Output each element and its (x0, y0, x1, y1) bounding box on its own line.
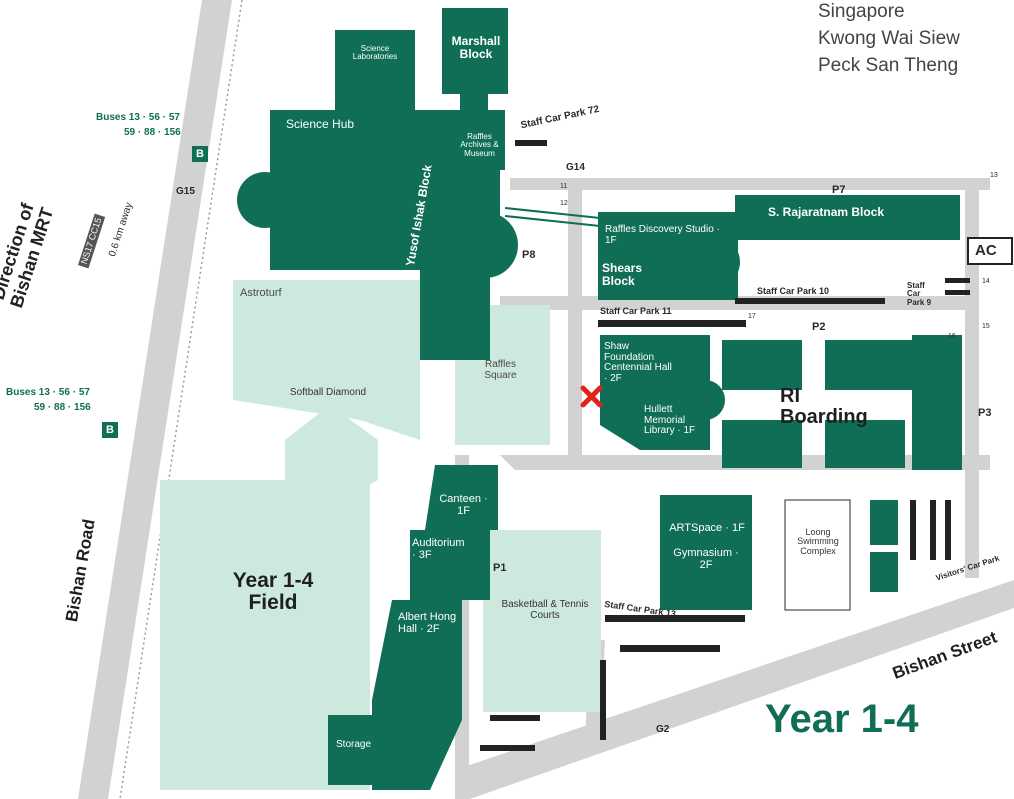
auditorium-label: Auditorium · 3F (412, 537, 465, 561)
boarding-5 (912, 335, 962, 470)
albert-building (372, 600, 462, 790)
gate-num-12: 12 (560, 200, 568, 207)
gate-num-16: 16 (948, 333, 956, 340)
cp-bottom-2 (480, 745, 535, 751)
bus-stop-2-routes: Buses 13 · 56 · 57 (6, 387, 90, 398)
bishan-street (455, 580, 1014, 799)
archives-label: Raffles Archives & Museum (460, 132, 499, 158)
pool-misc-2 (870, 552, 898, 592)
bus-stop-1-routes-2: 59 · 88 · 156 (124, 127, 181, 138)
marshall-label: Marshall Block (451, 34, 501, 61)
yusof-circle (452, 212, 518, 278)
pool-misc-1 (870, 500, 898, 545)
ac-box (967, 237, 1013, 265)
boarding-3 (722, 420, 802, 468)
staff-car-park-10: Staff Car Park 10 (757, 286, 830, 296)
header-line-3: Peck San Theng (818, 55, 959, 76)
cp-bottom-3 (600, 660, 606, 740)
label-p1: P1 (493, 562, 507, 574)
discovery-label: Raffles Discovery Studio · 1F (605, 224, 720, 246)
label-p7: P7 (832, 184, 846, 196)
gate-g14: G14 (566, 162, 585, 173)
shears-label: Shears Block (602, 261, 643, 288)
staff-car-park-11: Staff Car Park 11 (600, 306, 672, 316)
field-label: Year 1-4 Field (232, 569, 314, 615)
label-p8: P8 (522, 249, 536, 261)
footer-title: Year 1-4 (765, 697, 919, 741)
cp11-bar (598, 320, 746, 327)
bus-stop-2-badge: B (102, 422, 118, 438)
marshall-building (442, 8, 508, 94)
boarding-2 (825, 340, 915, 390)
cp-vertical-2 (930, 500, 936, 560)
astroturf-label: Astroturf (240, 287, 282, 299)
gate-g2: G2 (656, 724, 670, 735)
bus-stop-1-badge: B (192, 146, 208, 162)
gate-num-17: 17 (748, 313, 756, 320)
artspace-building (660, 495, 752, 610)
ac-label: AC (975, 242, 997, 259)
raffles-square-label: Raffles Square (484, 359, 517, 381)
hub-circle-left (237, 172, 293, 228)
header-line-2: Kwong Wai Siew (818, 28, 960, 49)
discovery-circle (690, 237, 740, 287)
pool-label: Loong Swimming Complex (797, 527, 839, 556)
canteen-building (425, 465, 498, 530)
bus-stop-1-routes: Buses 13 · 56 · 57 (96, 112, 180, 123)
gate-num-13: 13 (990, 172, 998, 179)
cp-bottom-1 (490, 715, 540, 721)
bishan-road (78, 0, 232, 799)
gate-num-14: 14 (982, 278, 990, 285)
header-line-1: Singapore (818, 1, 905, 22)
canteen-label: Canteen · 1F (439, 493, 488, 517)
rajaratnam-building (735, 195, 960, 240)
label-p2: P2 (812, 321, 826, 333)
science-labs-label: Science Laboratories (352, 44, 398, 62)
label-p3: P3 (978, 407, 992, 419)
pool-outline (784, 499, 851, 611)
hullett-circle (685, 380, 725, 420)
hullett-label: Hullett Memorial Library · 1F (644, 404, 696, 436)
courts-label: Basketball & Tennis Courts (501, 599, 589, 621)
science-hub-label: Science Hub (286, 117, 355, 131)
softball-label: Softball Diamond (289, 387, 367, 398)
cp72-bar (515, 140, 547, 146)
courts-area (483, 530, 601, 712)
cp9-bar-2 (945, 290, 970, 295)
auditorium-building (410, 530, 490, 600)
inner-road-top (510, 178, 990, 190)
cp10-bar (735, 298, 885, 304)
location-marker-icon (580, 385, 603, 408)
gate-num-15: 15 (982, 323, 990, 330)
astroturf-area (233, 280, 420, 440)
bridge-lines (504, 207, 601, 227)
inner-road-vertical (568, 180, 582, 470)
boarding-4 (825, 420, 905, 468)
shaw-building (600, 335, 710, 450)
cp9-bar-1 (945, 278, 970, 283)
cp-vertical-3 (945, 500, 951, 560)
storage-label: Storage (336, 739, 372, 750)
cp-vertical-1 (910, 500, 916, 560)
storage-building (328, 715, 373, 785)
car-park-bars (480, 140, 970, 751)
boarding-1 (722, 340, 802, 390)
albert-label: Albert Hong Hall · 2F (398, 611, 457, 635)
boarding-label: RI Boarding (780, 385, 868, 428)
shaw-label: Shaw Foundation Centennial Hall · 2F (604, 341, 672, 384)
archives-building (455, 110, 505, 170)
artspace-label: ARTSpace · 1F (669, 522, 745, 534)
gate-g15: G15 (176, 186, 195, 197)
staff-car-park-9: Staff Car Park 9 (907, 281, 932, 307)
gym-label: Gymnasium · 2F (673, 547, 739, 571)
rajaratnam-label: S. Rajaratnam Block (768, 205, 885, 219)
gate-num-11: 11 (560, 183, 568, 190)
buildings (237, 8, 962, 790)
cp13-bar-1 (605, 615, 745, 622)
bus-stop-2-routes-2: 59 · 88 · 156 (34, 402, 91, 413)
cp13-bar-2 (620, 645, 720, 652)
